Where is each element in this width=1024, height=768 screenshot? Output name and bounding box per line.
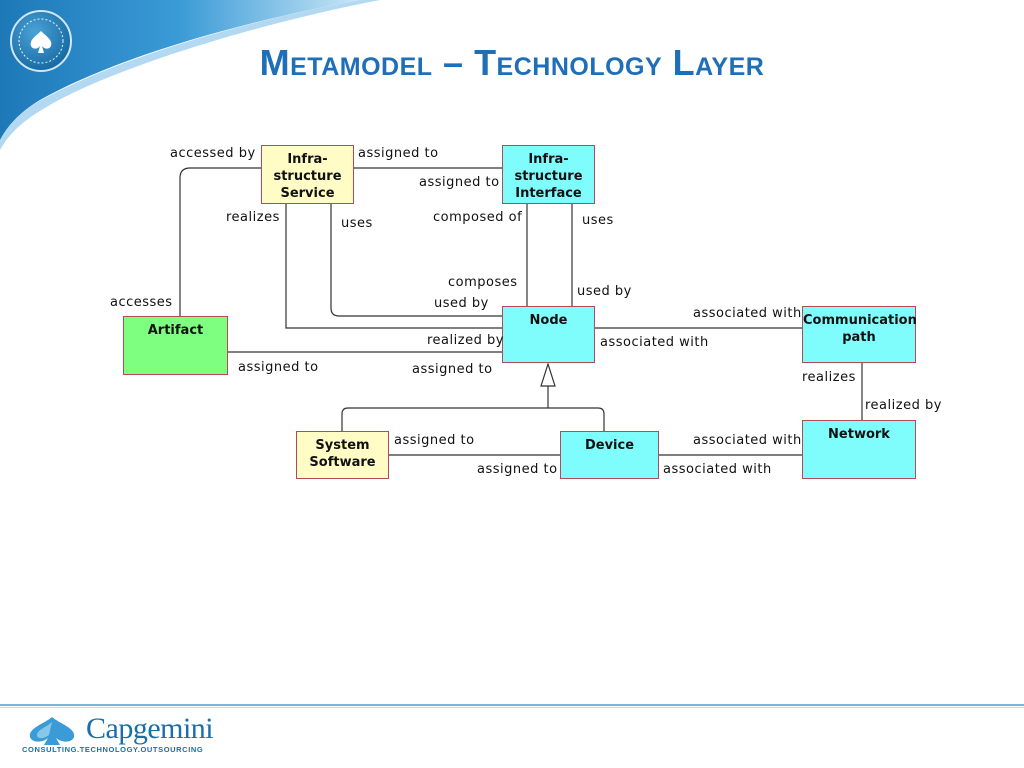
label-assigned-to: assigned to: [394, 433, 475, 448]
label-accessed-by: accessed by: [170, 146, 256, 161]
label-realized-by: realized by: [427, 333, 504, 348]
logo-tagline: CONSULTING.TECHNOLOGY.OUTSOURCING: [22, 745, 204, 754]
label-assigned-to: assigned to: [419, 175, 500, 190]
label-composes: composes: [448, 275, 518, 290]
footer-rule-light: [0, 707, 1024, 708]
node-node: Node: [502, 306, 595, 363]
label-accesses: accesses: [110, 295, 173, 310]
node-infrastructure-service: Infra- structure Service: [261, 145, 354, 204]
label-used-by: used by: [434, 296, 489, 311]
label-assigned-to: assigned to: [412, 362, 493, 377]
label-realizes: realizes: [802, 370, 856, 385]
edge-service-node-realizes: [285, 203, 503, 329]
logo-wordmark: Capgemini: [86, 712, 214, 745]
label-composed-of: composed of: [433, 210, 523, 225]
label-assigned-to: assigned to: [358, 146, 439, 161]
edge-generalization-bar: [341, 407, 605, 431]
label-realizes: realizes: [226, 210, 280, 225]
capgemini-spade-icon: [29, 717, 75, 745]
collaborative-seal-icon: [10, 10, 72, 72]
label-assigned-to: assigned to: [477, 462, 558, 477]
label-used-by: used by: [577, 284, 632, 299]
edge-service-node-uses: [330, 203, 503, 317]
node-system-software: System Software: [296, 431, 389, 479]
capgemini-logo: Capgemini CONSULTING.TECHNOLOGY.OUTSOURC…: [22, 712, 214, 756]
label-associated-with: associated with: [693, 306, 802, 321]
label-uses: uses: [341, 216, 373, 231]
label-associated-with: associated with: [663, 462, 772, 477]
edge-artifact-service: [179, 167, 262, 317]
label-assigned-to: assigned to: [238, 360, 319, 375]
label-uses: uses: [582, 213, 614, 228]
node-network: Network: [802, 420, 916, 479]
node-artifact: Artifact: [123, 316, 228, 375]
node-communication-path: Communication path: [802, 306, 917, 363]
page-title: Metamodel – Technology Layer: [259, 42, 765, 83]
label-realized-by: realized by: [865, 398, 942, 413]
generalization-arrowhead: [540, 362, 556, 387]
node-device: Device: [560, 431, 659, 479]
header-swoosh: [0, 0, 380, 150]
label-associated-with: associated with: [693, 433, 802, 448]
node-infrastructure-interface: Infra- structure Interface: [502, 145, 595, 204]
label-associated-with: associated with: [600, 335, 709, 350]
footer-rule: [0, 704, 1024, 706]
